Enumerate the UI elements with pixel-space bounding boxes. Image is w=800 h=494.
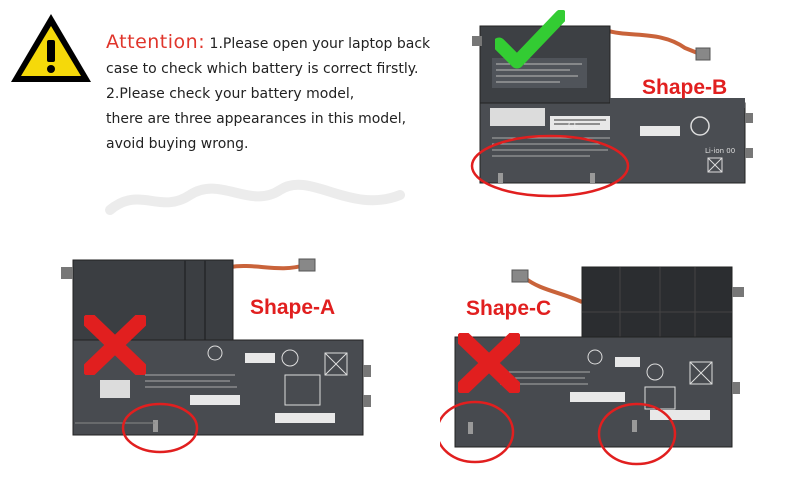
notice-line-1: 1.Please open your laptop back — [209, 36, 431, 52]
li-ion-text: Li-ion 00 — [705, 147, 735, 155]
cross-mark-icon — [458, 333, 520, 393]
shape-c-label: Shape-C — [466, 297, 552, 320]
shape-b-label: Shape-B — [642, 76, 728, 99]
attention-notice: Attention: 1.Please open your laptop bac… — [106, 30, 466, 157]
notice-line-5: avoid buying wrong. — [106, 136, 249, 152]
faint-watermark — [105, 179, 405, 215]
attention-heading: Attention: — [106, 31, 206, 53]
notice-line-2: case to check which battery is correct f… — [106, 61, 419, 77]
shape-a-label: Shape-A — [250, 296, 336, 319]
notice-line-4: there are three appearances in this mode… — [106, 111, 407, 127]
ce-mark: CE — [568, 121, 579, 130]
cross-mark-icon — [84, 315, 146, 375]
notice-line-3: 2.Please check your battery model, — [106, 86, 355, 102]
check-mark-icon — [495, 10, 565, 69]
warning-icon — [11, 14, 91, 82]
battery-shape-b-image: CE Li-ion 00 — [470, 25, 753, 198]
battery-shape-c-image — [440, 266, 744, 466]
